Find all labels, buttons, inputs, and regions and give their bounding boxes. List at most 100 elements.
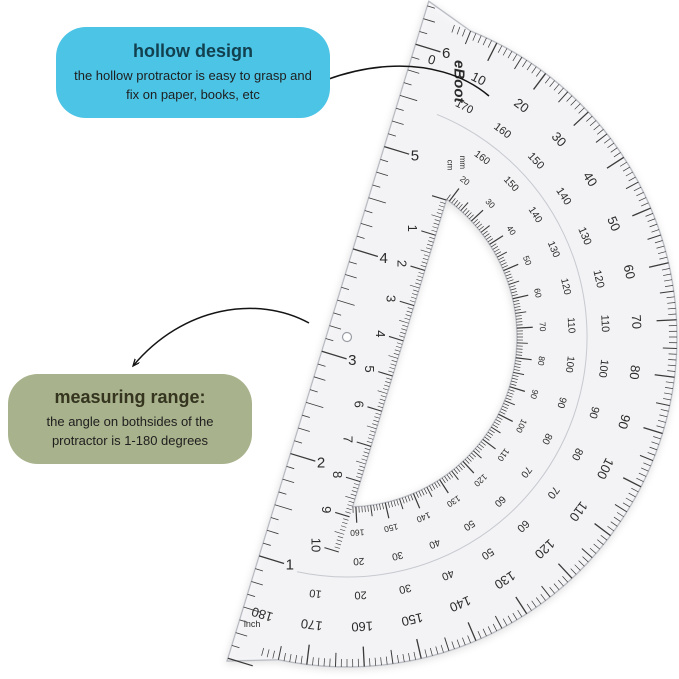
inch-tick	[290, 452, 316, 462]
degree-tick	[399, 498, 404, 510]
degree-tick	[373, 504, 375, 511]
inch-tick	[317, 363, 326, 367]
degree-label-inner-descending: 90	[554, 396, 568, 410]
mm-tick	[407, 307, 414, 310]
degree-tick	[665, 381, 674, 384]
degree-tick	[595, 133, 608, 143]
inch-number: 1	[286, 557, 294, 574]
mm-tick	[324, 547, 339, 553]
degree-label-outer-ascending: 170	[300, 616, 323, 634]
mm-tick	[343, 518, 349, 521]
degree-label-outer-ascending: 90	[615, 413, 634, 431]
mm-tick	[345, 476, 361, 483]
degree-tick	[486, 235, 492, 240]
degree-tick	[495, 251, 502, 255]
degree-tick	[340, 658, 342, 667]
degree-tick	[516, 318, 523, 320]
degree-tick	[516, 324, 523, 326]
degree-tick	[513, 300, 520, 302]
mm-tick	[429, 236, 435, 240]
degree-label-outer-ascending: 160	[351, 619, 373, 635]
mm-tick	[379, 398, 386, 401]
degree-tick	[597, 539, 604, 545]
mm-tick	[348, 500, 354, 504]
cm-number: 9	[319, 506, 334, 513]
degree-tick	[570, 99, 577, 106]
degree-tick	[607, 525, 615, 532]
mm-tick	[431, 229, 437, 233]
degree-tick	[549, 587, 555, 594]
degree-tick	[492, 623, 498, 632]
degree-tick	[441, 477, 446, 484]
degree-tick	[511, 377, 518, 380]
degree-label-inner-ascending: 70	[537, 322, 547, 332]
degree-label-outer-descending: 20	[354, 588, 367, 601]
degree-tick	[408, 653, 411, 662]
inch-tick	[325, 338, 334, 342]
degree-tick	[667, 370, 676, 372]
degree-tick	[600, 534, 608, 541]
degree-tick	[570, 568, 577, 575]
degree-tick	[666, 296, 675, 299]
inch-tick	[243, 606, 261, 613]
degree-label-outer-descending: 100	[596, 359, 610, 379]
inner-degree-ticks	[352, 188, 533, 523]
degree-tick	[659, 256, 668, 260]
degree-label-outer-ascending: 150	[400, 610, 425, 629]
degree-tick	[431, 484, 436, 490]
degree-tick	[478, 225, 484, 231]
degree-label-outer-descending: 120	[590, 269, 606, 290]
inch-tick	[337, 299, 355, 306]
degree-tick	[346, 658, 348, 667]
mm-tick	[417, 275, 423, 278]
degree-tick	[510, 383, 517, 386]
degree-tick	[508, 389, 515, 392]
degree-tick	[622, 477, 642, 488]
degree-tick	[477, 631, 482, 639]
mm-tick	[366, 425, 377, 430]
degree-tick	[453, 200, 459, 206]
degree-tick	[659, 290, 674, 294]
degree-tick	[515, 596, 528, 615]
mm-tick	[428, 240, 434, 243]
degree-tick	[397, 654, 399, 663]
degree-tick	[641, 202, 649, 207]
degree-label-outer-ascending: 0	[426, 51, 437, 67]
degree-tick	[418, 490, 422, 497]
inch-tick	[399, 95, 418, 102]
degree-tick	[647, 452, 656, 456]
degree-tick	[462, 208, 468, 213]
degree-tick	[668, 353, 677, 355]
degree-tick	[516, 336, 524, 338]
degree-tick	[312, 657, 314, 666]
mm-tick	[352, 486, 359, 489]
degree-tick	[477, 35, 482, 43]
degree-tick	[469, 454, 474, 460]
degree-tick	[653, 436, 661, 440]
inch-number: 2	[317, 454, 325, 471]
degree-tick	[574, 564, 581, 571]
degree-tick	[451, 470, 459, 480]
degree-tick	[370, 505, 373, 517]
degree-tick	[382, 503, 384, 510]
degree-label-outer-ascending: 80	[627, 364, 644, 380]
degree-tick	[494, 615, 503, 629]
inch-tick	[427, 5, 436, 9]
degree-tick	[593, 543, 601, 550]
degree-tick	[516, 348, 523, 350]
inch-tick	[364, 210, 373, 214]
mm-tick	[384, 384, 390, 387]
degree-label-inner-descending: 120	[558, 277, 573, 296]
mm-tick	[378, 402, 385, 405]
degree-tick	[358, 506, 360, 513]
mm-tick	[421, 261, 428, 264]
mm-tick	[400, 331, 406, 335]
degree-tick	[464, 210, 470, 215]
degree-tick	[451, 24, 455, 33]
degree-tick	[503, 263, 519, 272]
degree-tick	[664, 387, 673, 389]
inch-tick	[372, 184, 381, 188]
callout-range-body: the angle on bothsides of the protractor…	[46, 414, 214, 448]
mm-tick	[364, 448, 371, 451]
